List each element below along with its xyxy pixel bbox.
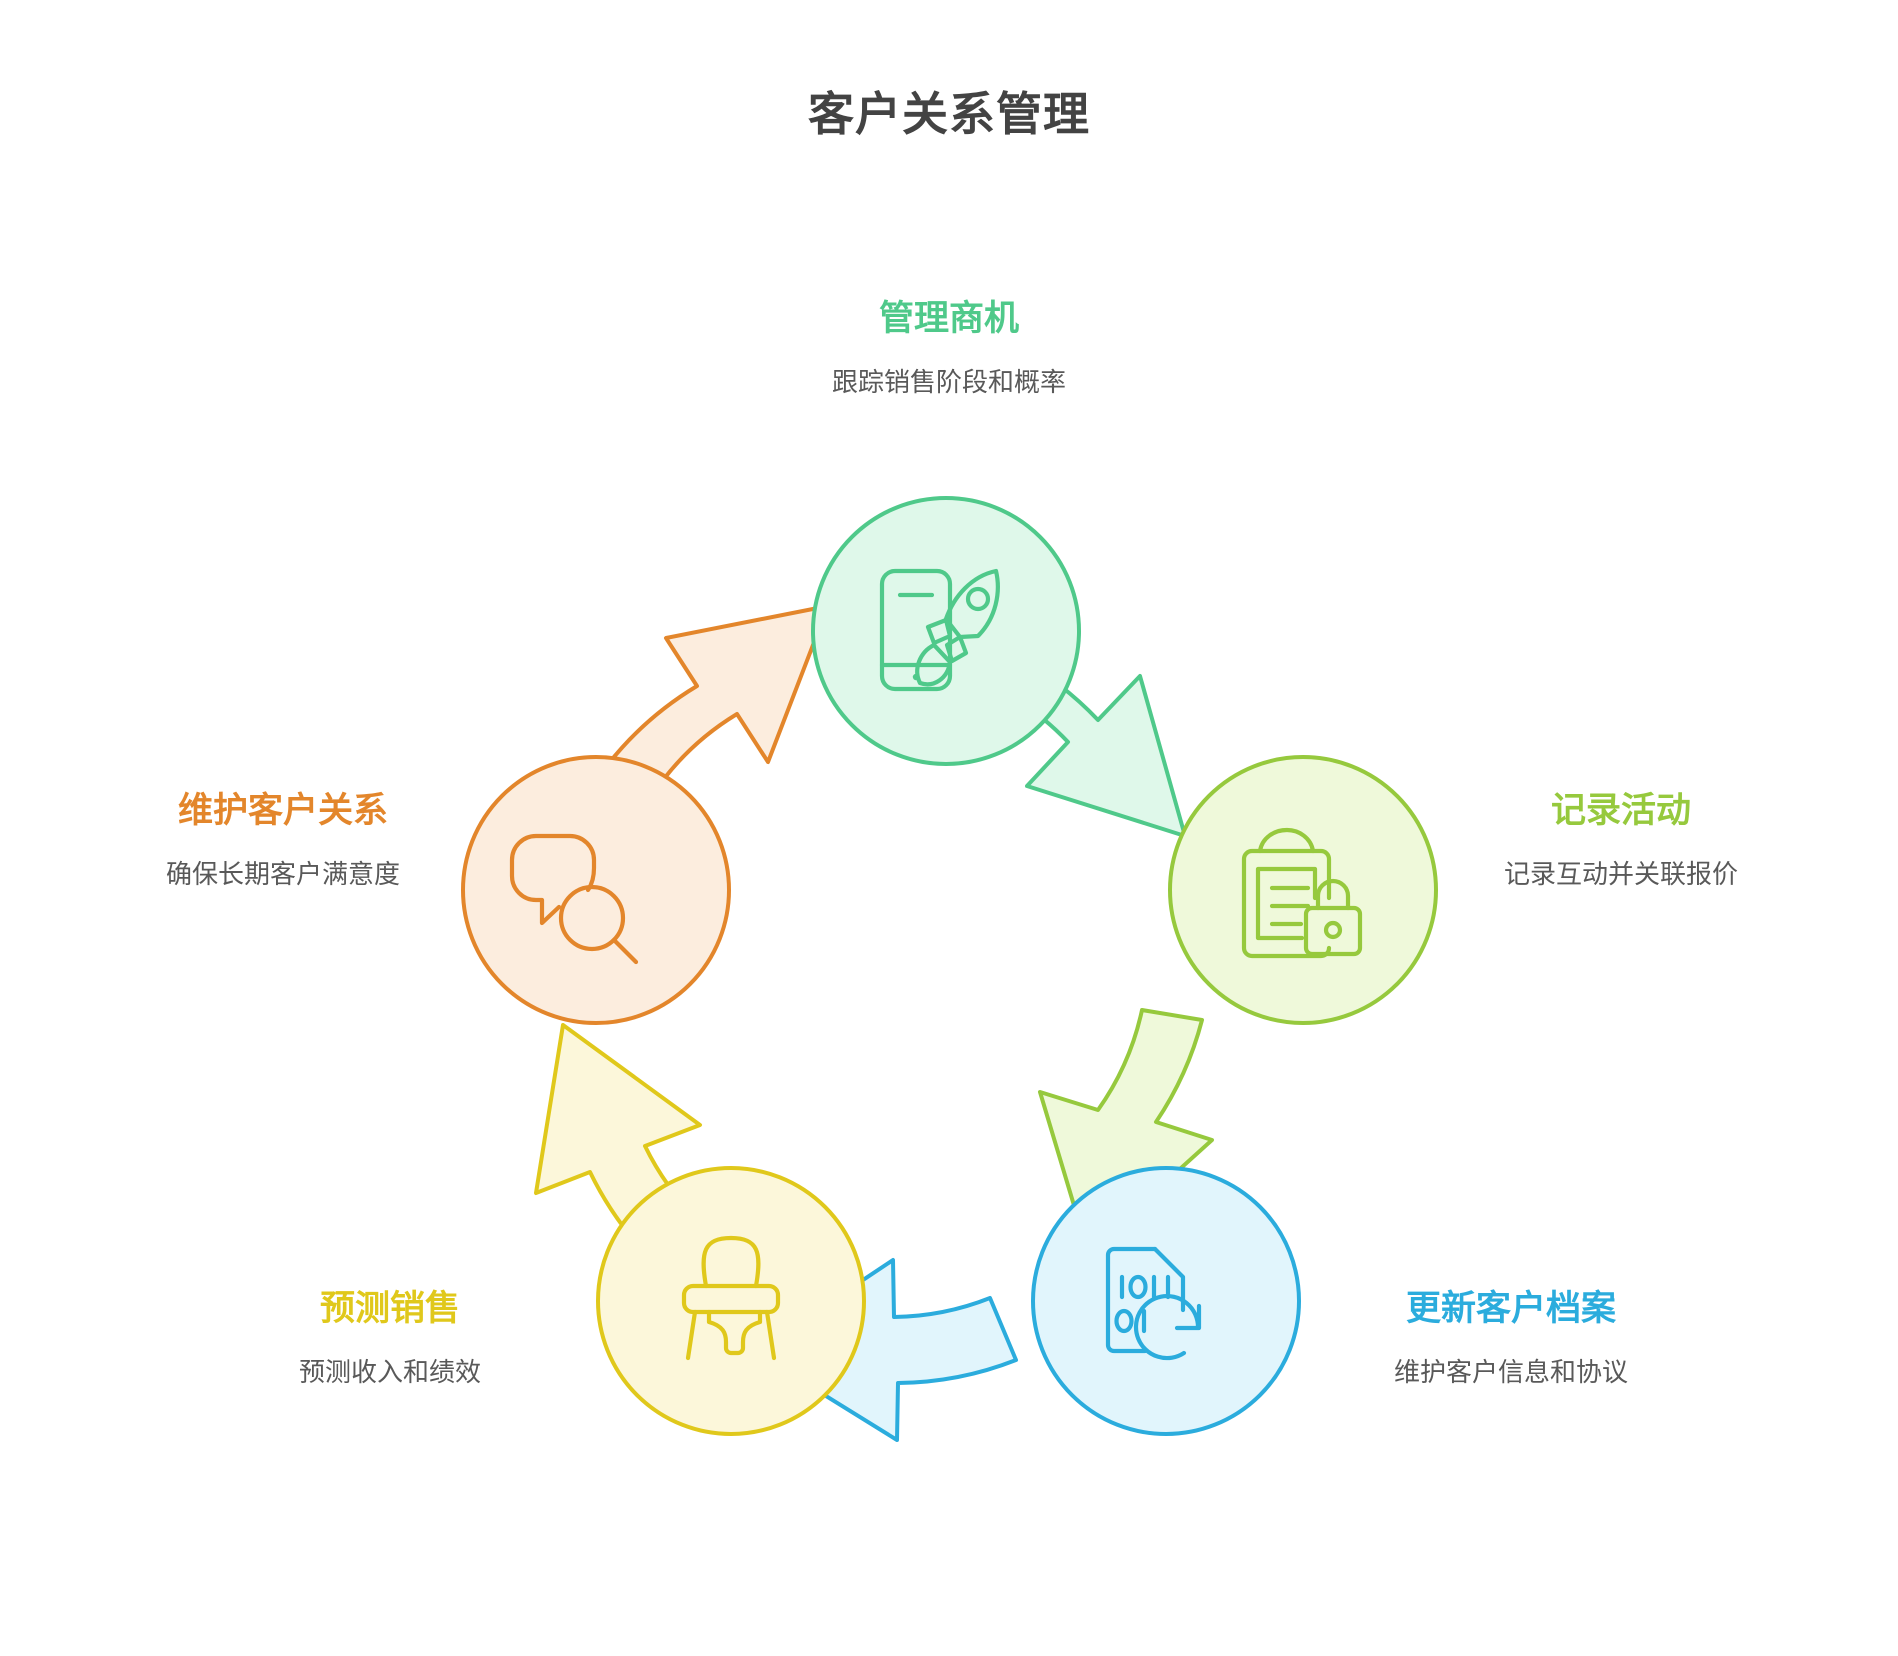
- cycle-node-log-activity[interactable]: [1168, 755, 1438, 1025]
- smartphone-rocket-icon: [879, 568, 1000, 692]
- high-chair-icon: [681, 1235, 781, 1361]
- arrow-log-to-update: [1038, 1008, 1214, 1254]
- binary-file-refresh-icon: [1105, 1246, 1202, 1361]
- cycle-node-manage-opportunity[interactable]: [811, 496, 1081, 766]
- cycle-node-update-customer-profile[interactable]: [1031, 1166, 1301, 1436]
- page-title: 客户关系管理: [808, 88, 1090, 140]
- clipboard-lock-icon: [1241, 827, 1363, 959]
- node-circle-maintain-relationship[interactable]: [461, 755, 731, 1025]
- cycle-node-maintain-relationship[interactable]: [461, 755, 731, 1025]
- speech-bubble-search-icon: [509, 833, 639, 965]
- node-circle-update-customer-profile[interactable]: [1031, 1166, 1301, 1436]
- node-circle-forecast-sales[interactable]: [596, 1166, 866, 1436]
- node-circle-manage-opportunity[interactable]: [811, 496, 1081, 766]
- cycle-node-forecast-sales[interactable]: [596, 1166, 866, 1436]
